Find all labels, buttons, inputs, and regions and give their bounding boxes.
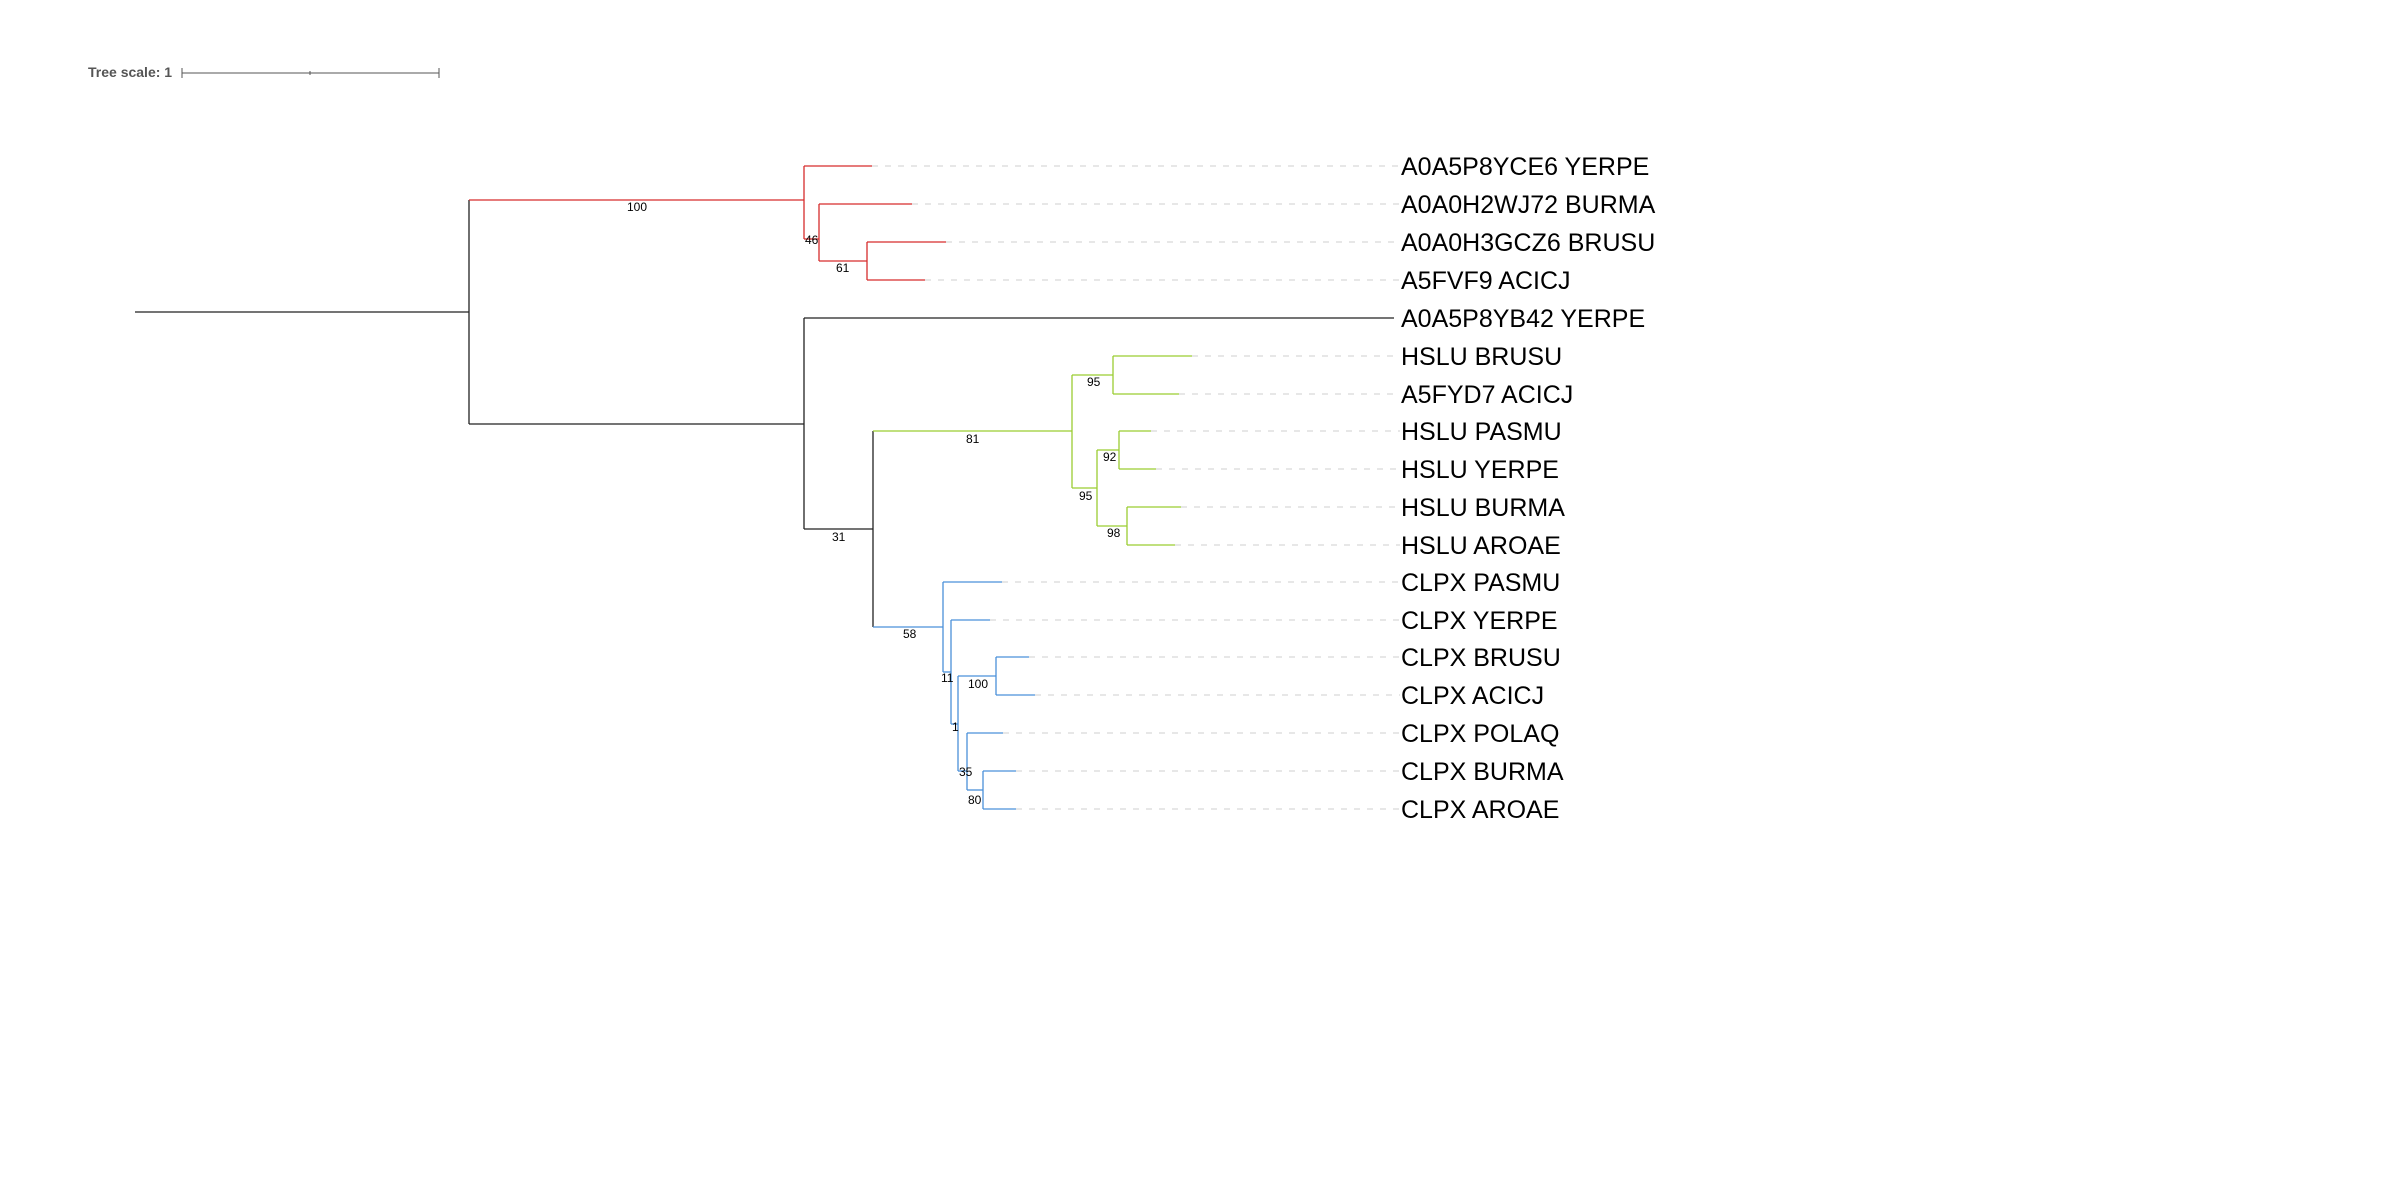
leaf-label: CLPX BURMA (1401, 758, 1564, 786)
support-value: 100 (627, 200, 647, 214)
support-value: 58 (903, 627, 917, 641)
tree-scale: Tree scale: 1 (88, 64, 440, 80)
leaf-label: HSLU PASMU (1401, 418, 1562, 446)
leaf-label: A0A5P8YCE6 YERPE (1401, 153, 1649, 181)
leaf-label: A5FYD7 ACICJ (1401, 381, 1573, 409)
branches-blue-clade (873, 581, 1035, 810)
support-value: 80 (968, 793, 982, 807)
leaf-labels: A0A5P8YCE6 YERPE A0A0H2WJ72 BURMA A0A0H3… (1401, 153, 1656, 824)
support-value: 81 (966, 432, 980, 446)
leader-lines (872, 165, 1400, 810)
support-value: 92 (1103, 450, 1117, 464)
support-value: 31 (832, 530, 846, 544)
support-value: 35 (959, 765, 973, 779)
branches-default (135, 200, 1394, 627)
leaf-label: CLPX AROAE (1401, 796, 1559, 824)
leaf-label: HSLU YERPE (1401, 456, 1559, 484)
support-value: 61 (836, 261, 850, 275)
tree-scale-label: Tree scale: 1 (88, 64, 172, 80)
support-value: 95 (1079, 489, 1093, 503)
leaf-label: HSLU AROAE (1401, 532, 1561, 560)
branches-red-clade (469, 165, 946, 281)
leaf-label: A5FVF9 ACICJ (1401, 267, 1571, 295)
support-value: 95 (1087, 375, 1101, 389)
leaf-label: CLPX POLAQ (1401, 720, 1559, 748)
leaf-label: A0A5P8YB42 YERPE (1401, 305, 1645, 333)
support-value: 46 (805, 233, 819, 247)
support-value: 100 (968, 677, 988, 691)
leaf-label: CLPX PASMU (1401, 569, 1560, 597)
support-value: 98 (1107, 526, 1121, 540)
support-value: 1 (952, 720, 959, 734)
leaf-label: CLPX YERPE (1401, 607, 1558, 635)
leaf-label: HSLU BRUSU (1401, 343, 1562, 371)
leaf-label: A0A0H2WJ72 BURMA (1401, 191, 1656, 219)
leaf-label: HSLU BURMA (1401, 494, 1565, 522)
leaf-label: CLPX ACICJ (1401, 682, 1544, 710)
support-value: 11 (941, 671, 954, 685)
leaf-label: CLPX BRUSU (1401, 644, 1561, 672)
leaf-label: A0A0H3GCZ6 BRUSU (1401, 229, 1655, 257)
branches-green-clade (873, 355, 1192, 546)
support-values: 100 46 61 31 81 95 95 92 98 58 11 100 1 … (627, 200, 1121, 807)
